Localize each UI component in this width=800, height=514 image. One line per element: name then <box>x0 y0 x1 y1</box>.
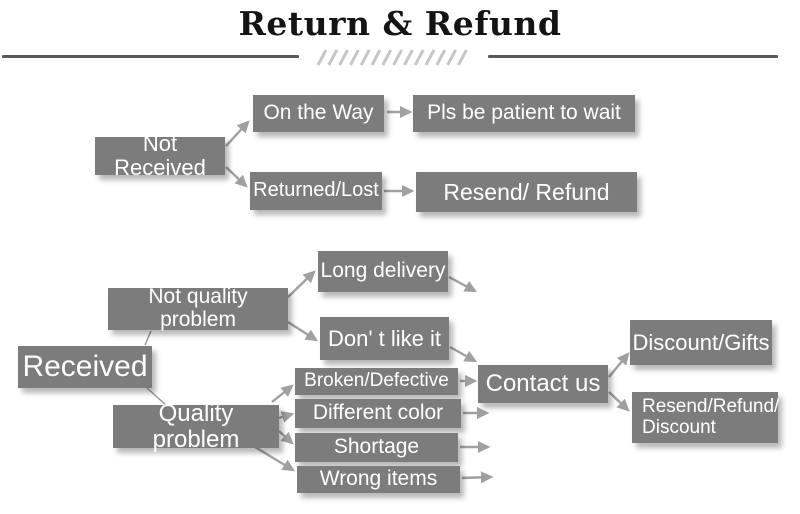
node-returned-lost: Returned/Lost <box>250 172 382 210</box>
title-rule-right <box>488 55 778 58</box>
node-shortage: Shortage <box>295 433 458 462</box>
connector <box>287 320 319 342</box>
node-quality-problem: Quality problem <box>113 400 279 452</box>
connector <box>608 352 630 378</box>
node-on-the-way: On the Way <box>253 95 384 132</box>
node-discount-gifts: Discount/Gifts <box>630 320 772 365</box>
node-resend-refund: Resend/ Refund <box>416 172 637 212</box>
page-title: Return & Refund <box>238 4 562 43</box>
connector <box>278 411 295 423</box>
title-rule-left <box>2 55 299 58</box>
node-broken-defective: Broken/Defective <box>295 368 458 395</box>
connector <box>461 471 494 484</box>
connector <box>225 120 250 147</box>
node-contact-us: Contact us <box>478 365 608 403</box>
node-different-color: Different color <box>295 399 461 428</box>
node-long-delivery: Long delivery <box>318 251 448 292</box>
node-resend-refund-discount: Resend/Refund/ Discount <box>632 392 779 443</box>
connector <box>144 330 152 346</box>
node-not-received: Not Received <box>95 132 225 179</box>
node-pls-be-patient-to-wait: Pls be patient to wait <box>413 95 635 132</box>
connector <box>608 391 630 412</box>
connector <box>448 275 478 293</box>
node-received: Received <box>18 346 152 388</box>
hatch-decoration <box>316 49 468 66</box>
connector <box>287 270 316 298</box>
connector <box>449 345 478 363</box>
node-wrong-items: Wrong items <box>297 466 460 493</box>
connector <box>271 384 294 403</box>
connector <box>278 430 294 445</box>
node-not-quality-problem: Not quality problem <box>108 285 288 331</box>
connector <box>225 166 248 188</box>
node-dont-like-it: Don' t like it <box>320 317 449 360</box>
